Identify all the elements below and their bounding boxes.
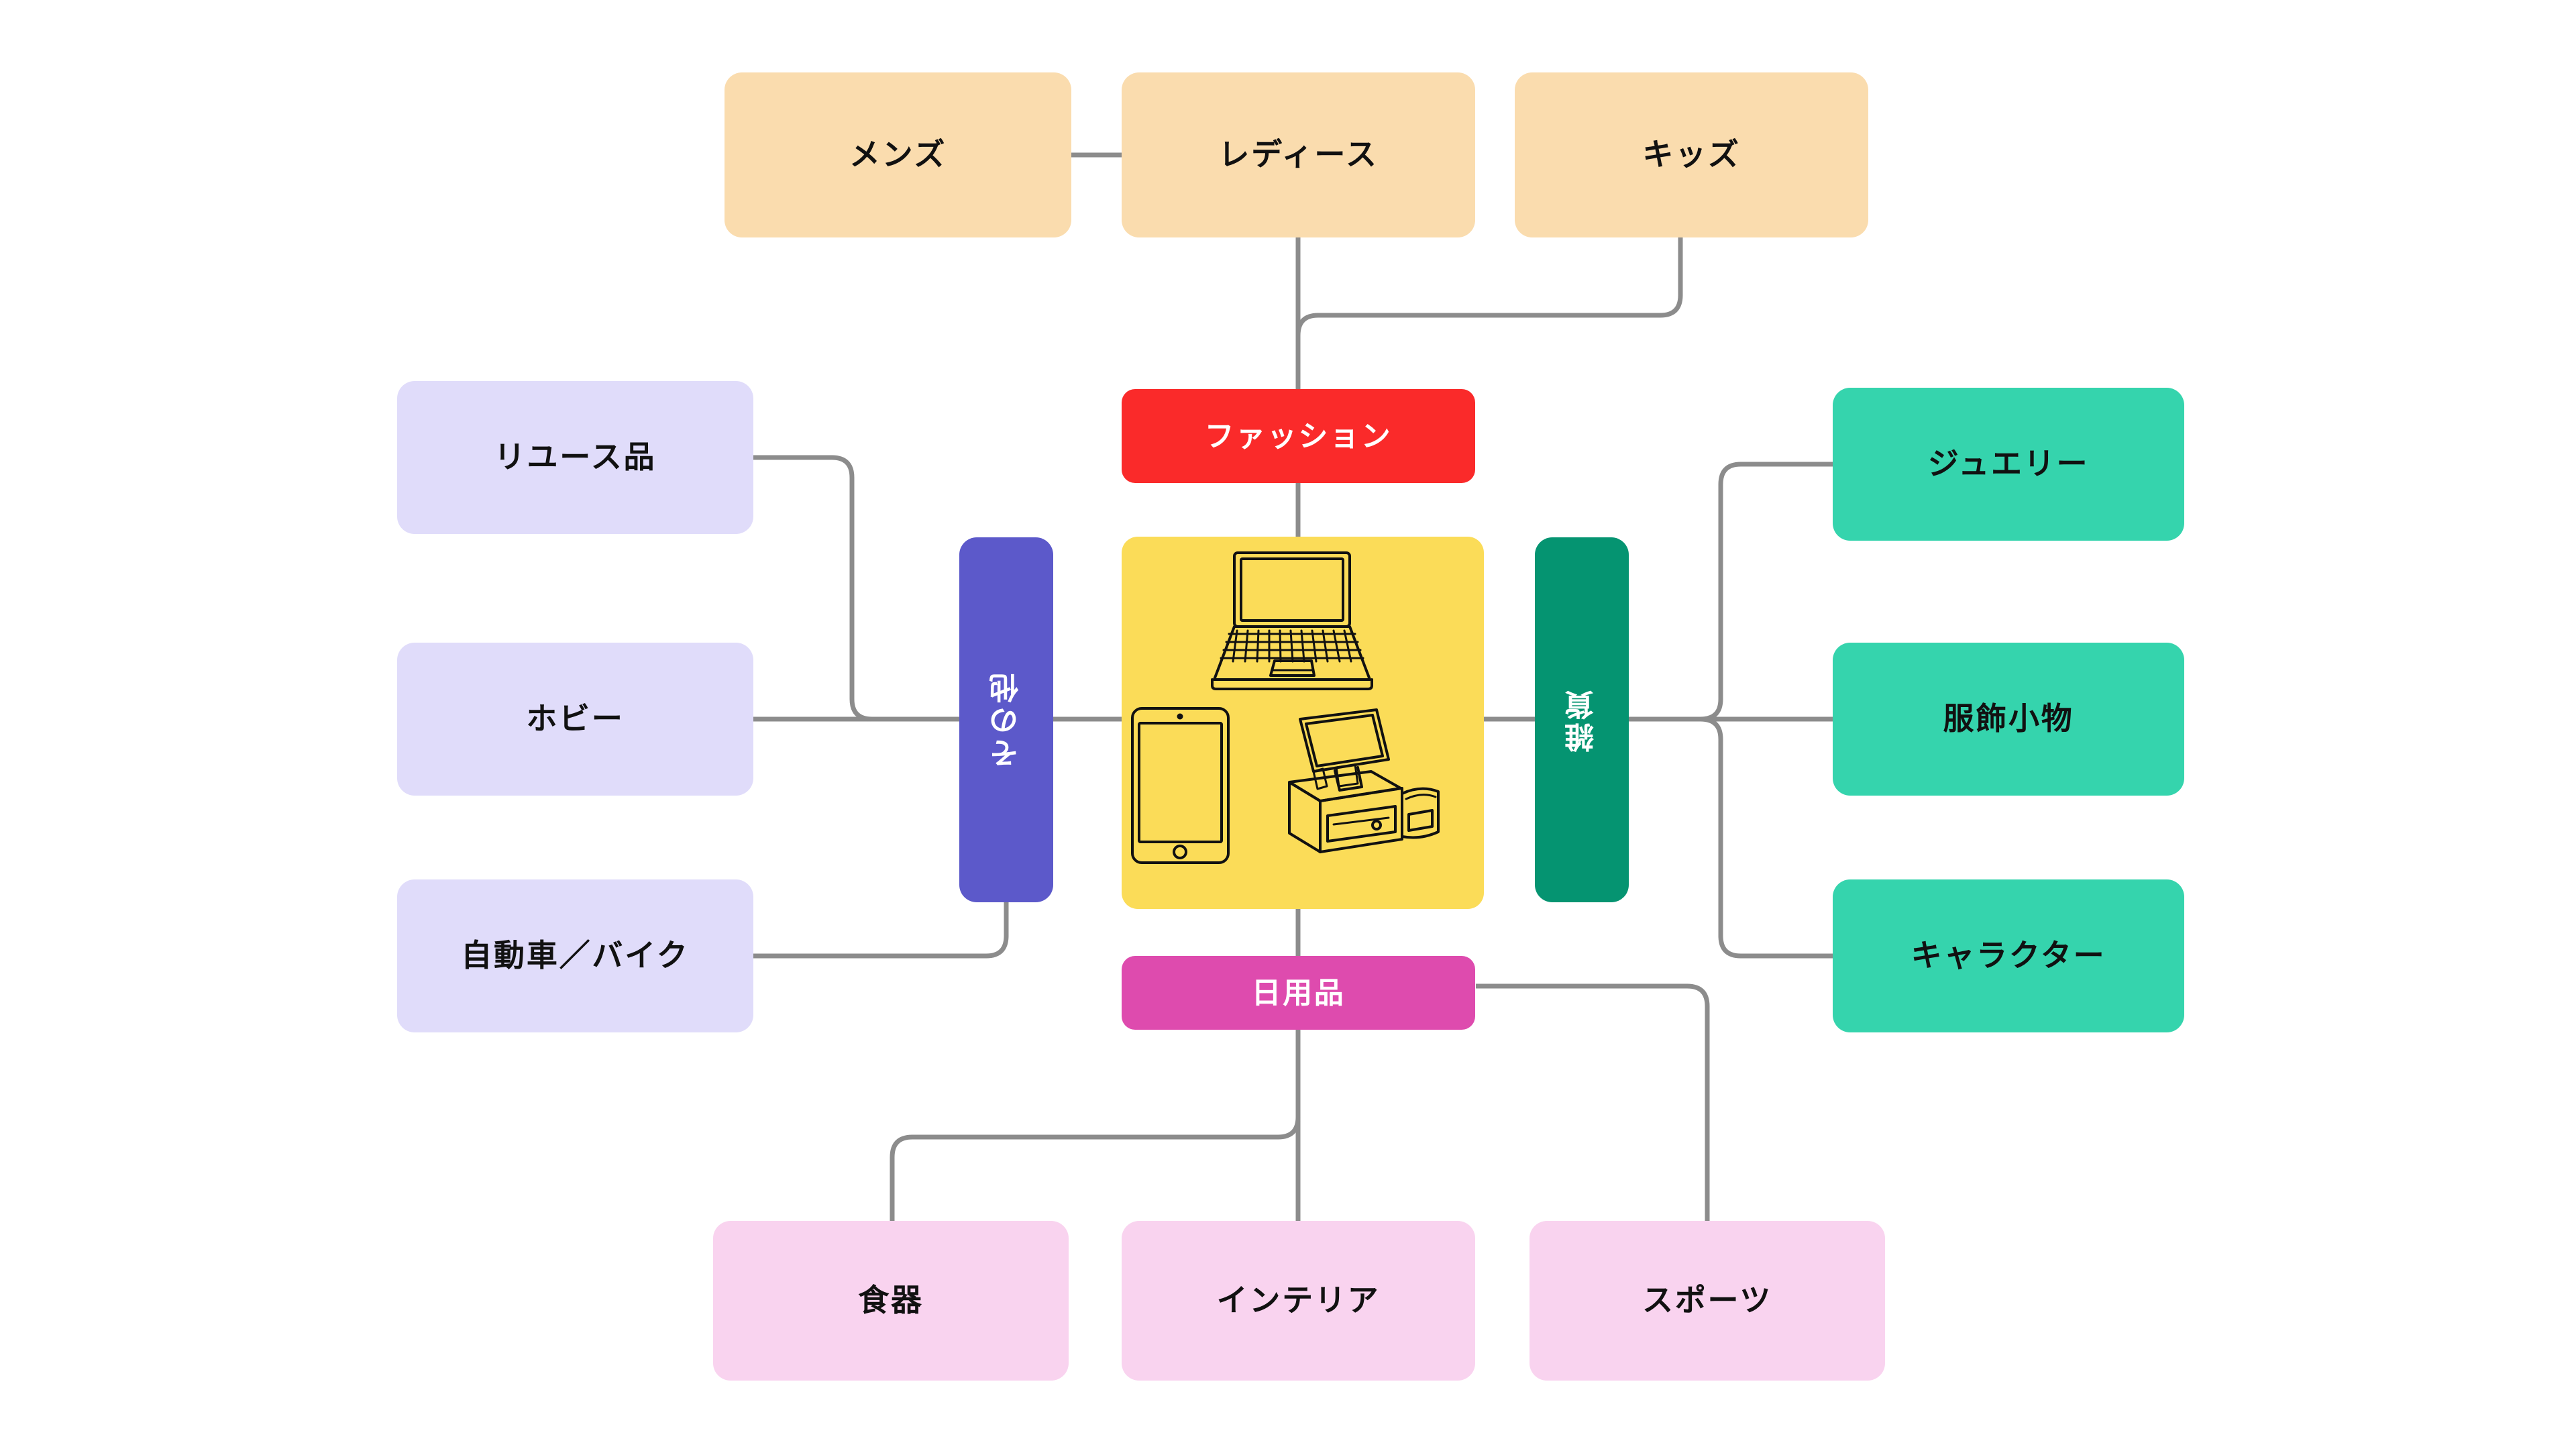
node-other[interactable]: その他	[959, 537, 1053, 902]
node-interior[interactable]: インテリア	[1122, 1221, 1475, 1381]
node-hub-devices[interactable]	[1122, 537, 1484, 909]
node-other-label: その他	[989, 671, 1023, 769]
node-hobby[interactable]: ホビー	[397, 643, 753, 796]
node-reuse-label: リユース品	[494, 439, 657, 475]
link-daily-sports	[1476, 983, 1710, 1221]
node-reuse[interactable]: リユース品	[397, 381, 753, 534]
link-kids-fashion	[1295, 231, 1683, 389]
node-kids[interactable]: キッズ	[1515, 72, 1868, 237]
node-automobile-bike[interactable]: 自動車／バイク	[397, 879, 753, 1032]
node-fashion[interactable]: ファッション	[1122, 389, 1475, 483]
laptop-icon	[1211, 551, 1373, 690]
link-reuse-other	[753, 455, 959, 722]
node-tableware[interactable]: 食器	[713, 1221, 1069, 1381]
node-fashion-label: ファッション	[1204, 419, 1393, 453]
node-sports-label: スポーツ	[1642, 1283, 1773, 1318]
node-ladies[interactable]: レディース	[1122, 72, 1475, 237]
node-apparel-accessory[interactable]: 服飾小物	[1833, 643, 2184, 796]
node-mens[interactable]: メンズ	[724, 72, 1071, 237]
node-apparel-accessory-label: 服飾小物	[1943, 701, 2074, 737]
node-zakka-label: 雑貨	[1565, 687, 1599, 753]
link-daily-tableware	[890, 1030, 1301, 1221]
hub-illustration	[1122, 537, 1484, 909]
node-zakka[interactable]: 雑貨	[1535, 537, 1629, 902]
node-ladies-label: レディース	[1218, 137, 1379, 172]
node-hobby-label: ホビー	[526, 701, 625, 737]
node-jewelry[interactable]: ジュエリー	[1833, 388, 2184, 541]
node-mens-label: メンズ	[849, 137, 947, 172]
node-character[interactable]: キャラクター	[1833, 879, 2184, 1032]
node-jewelry-label: ジュエリー	[1927, 446, 2090, 482]
node-daily-goods[interactable]: 日用品	[1122, 956, 1475, 1030]
link-auto-other	[753, 902, 1009, 959]
node-kids-label: キッズ	[1642, 137, 1741, 172]
node-character-label: キャラクター	[1911, 938, 2106, 973]
link-zakka-jewelry	[1609, 462, 1833, 722]
node-sports[interactable]: スポーツ	[1529, 1221, 1885, 1381]
pos-register-icon	[1288, 708, 1440, 853]
node-interior-label: インテリア	[1216, 1283, 1381, 1318]
node-daily-goods-label: 日用品	[1251, 976, 1346, 1010]
link-zakka-character	[1609, 716, 1833, 959]
tablet-icon	[1131, 707, 1230, 864]
node-tableware-label: 食器	[858, 1283, 924, 1318]
node-automobile-bike-label: 自動車／バイク	[461, 938, 690, 973]
